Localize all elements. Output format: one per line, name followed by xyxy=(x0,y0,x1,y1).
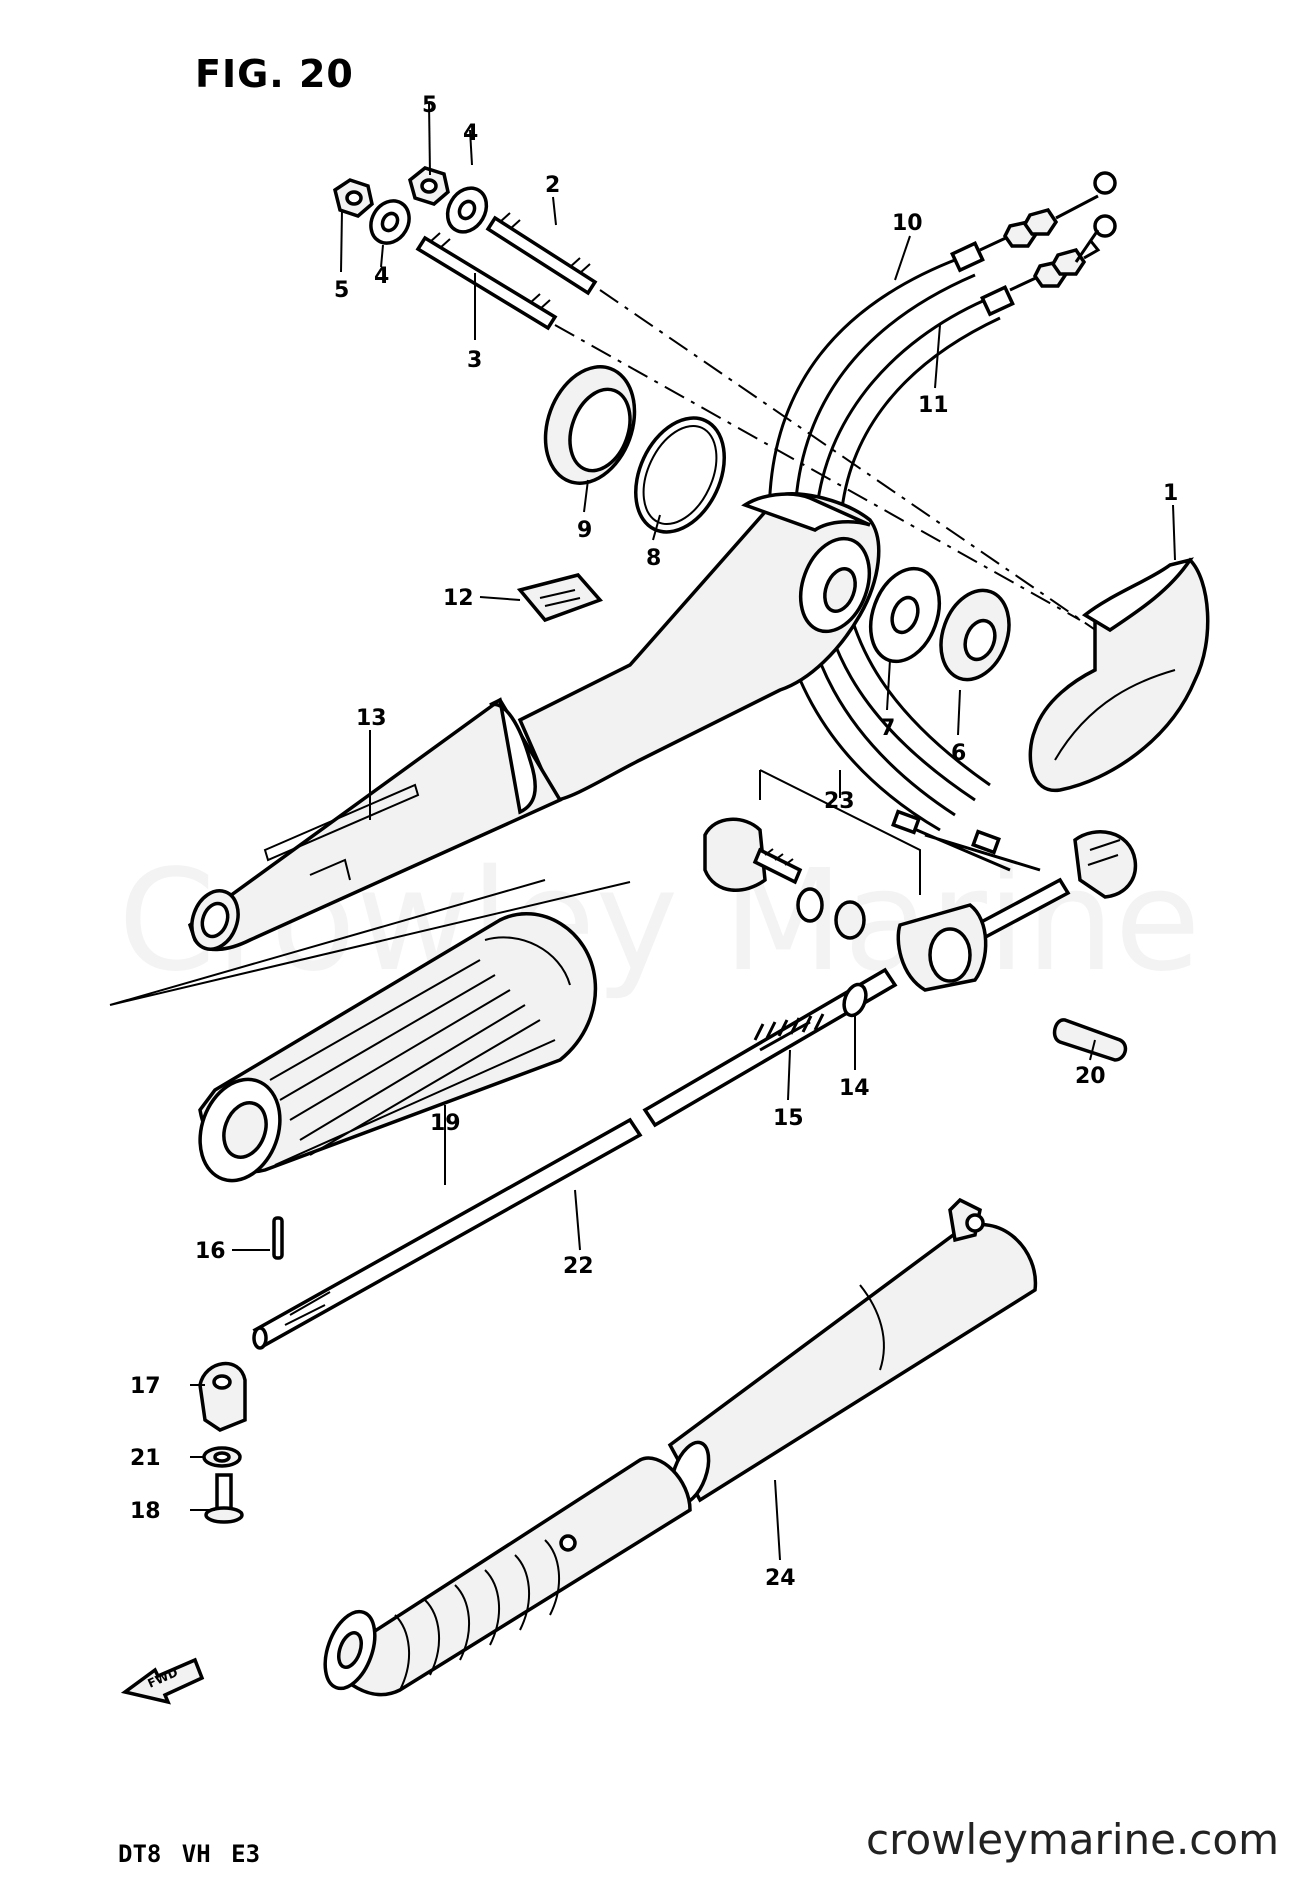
fwd-arrow-icon: FWD xyxy=(120,1657,205,1705)
callout-20: 20 xyxy=(1075,1064,1106,1089)
model-code: DT8 VH E3 xyxy=(118,1840,261,1868)
tiller-handle-13 xyxy=(187,492,881,952)
callout-4-bottom: 4 xyxy=(374,264,389,289)
callout-19: 19 xyxy=(430,1111,461,1136)
callout-6: 6 xyxy=(951,741,966,766)
bushing-6 xyxy=(939,588,1011,682)
callout-23: 23 xyxy=(824,789,855,814)
leader-lines xyxy=(190,101,1176,1561)
throttle-grip-19 xyxy=(109,879,631,1183)
callout-9: 9 xyxy=(577,518,592,543)
figure-title: FIG. 20 xyxy=(195,52,354,96)
callout-22: 22 xyxy=(563,1254,594,1279)
washer-4-left xyxy=(369,199,411,245)
callout-17: 17 xyxy=(130,1374,161,1399)
alignment-line-studs xyxy=(599,289,1111,641)
pin-16 xyxy=(272,1216,284,1260)
label-plate-12 xyxy=(516,573,604,623)
callout-11: 11 xyxy=(918,393,949,418)
callout-10: 10 xyxy=(892,211,923,236)
callout-13: 13 xyxy=(356,706,387,731)
callout-12: 12 xyxy=(443,586,474,611)
bracket-1 xyxy=(1028,557,1210,792)
callout-21: 21 xyxy=(130,1446,161,1471)
oil-seal-9 xyxy=(543,365,637,485)
callout-5-bottom: 5 xyxy=(334,278,349,303)
callout-3: 3 xyxy=(467,348,482,373)
friction-adjuster-23 xyxy=(703,769,1138,992)
callout-4-top: 4 xyxy=(463,121,478,146)
website-link[interactable]: crowleymarine.com xyxy=(866,1815,1279,1864)
pin-20 xyxy=(1052,1018,1128,1062)
callout-24: 24 xyxy=(765,1566,796,1591)
alignment-line-studs-2 xyxy=(554,324,1081,621)
callout-16: 16 xyxy=(195,1239,226,1264)
o-ring-8 xyxy=(634,416,726,534)
screw-18 xyxy=(204,1473,244,1524)
callout-2: 2 xyxy=(545,173,560,198)
washer-4-right xyxy=(445,186,489,234)
callout-8: 8 xyxy=(646,546,661,571)
lock-washer-21 xyxy=(202,1446,242,1468)
callout-18: 18 xyxy=(130,1499,161,1524)
washer-7 xyxy=(868,566,942,664)
callout-14: 14 xyxy=(839,1076,870,1101)
stopper-14 xyxy=(842,982,868,1018)
nut-5-right xyxy=(408,166,450,206)
stud-3 xyxy=(415,232,558,331)
spring-15 xyxy=(753,1013,825,1052)
callout-1: 1 xyxy=(1163,481,1178,506)
stud-2 xyxy=(485,212,598,296)
throttle-shaft-22 xyxy=(252,877,1071,1350)
callout-15: 15 xyxy=(773,1106,804,1131)
nut-5-left xyxy=(333,178,374,218)
callout-7: 7 xyxy=(880,716,895,741)
callout-5-top: 5 xyxy=(422,93,437,118)
extension-handle-24 xyxy=(323,1197,1038,1697)
throttle-link-17 xyxy=(198,1362,247,1432)
